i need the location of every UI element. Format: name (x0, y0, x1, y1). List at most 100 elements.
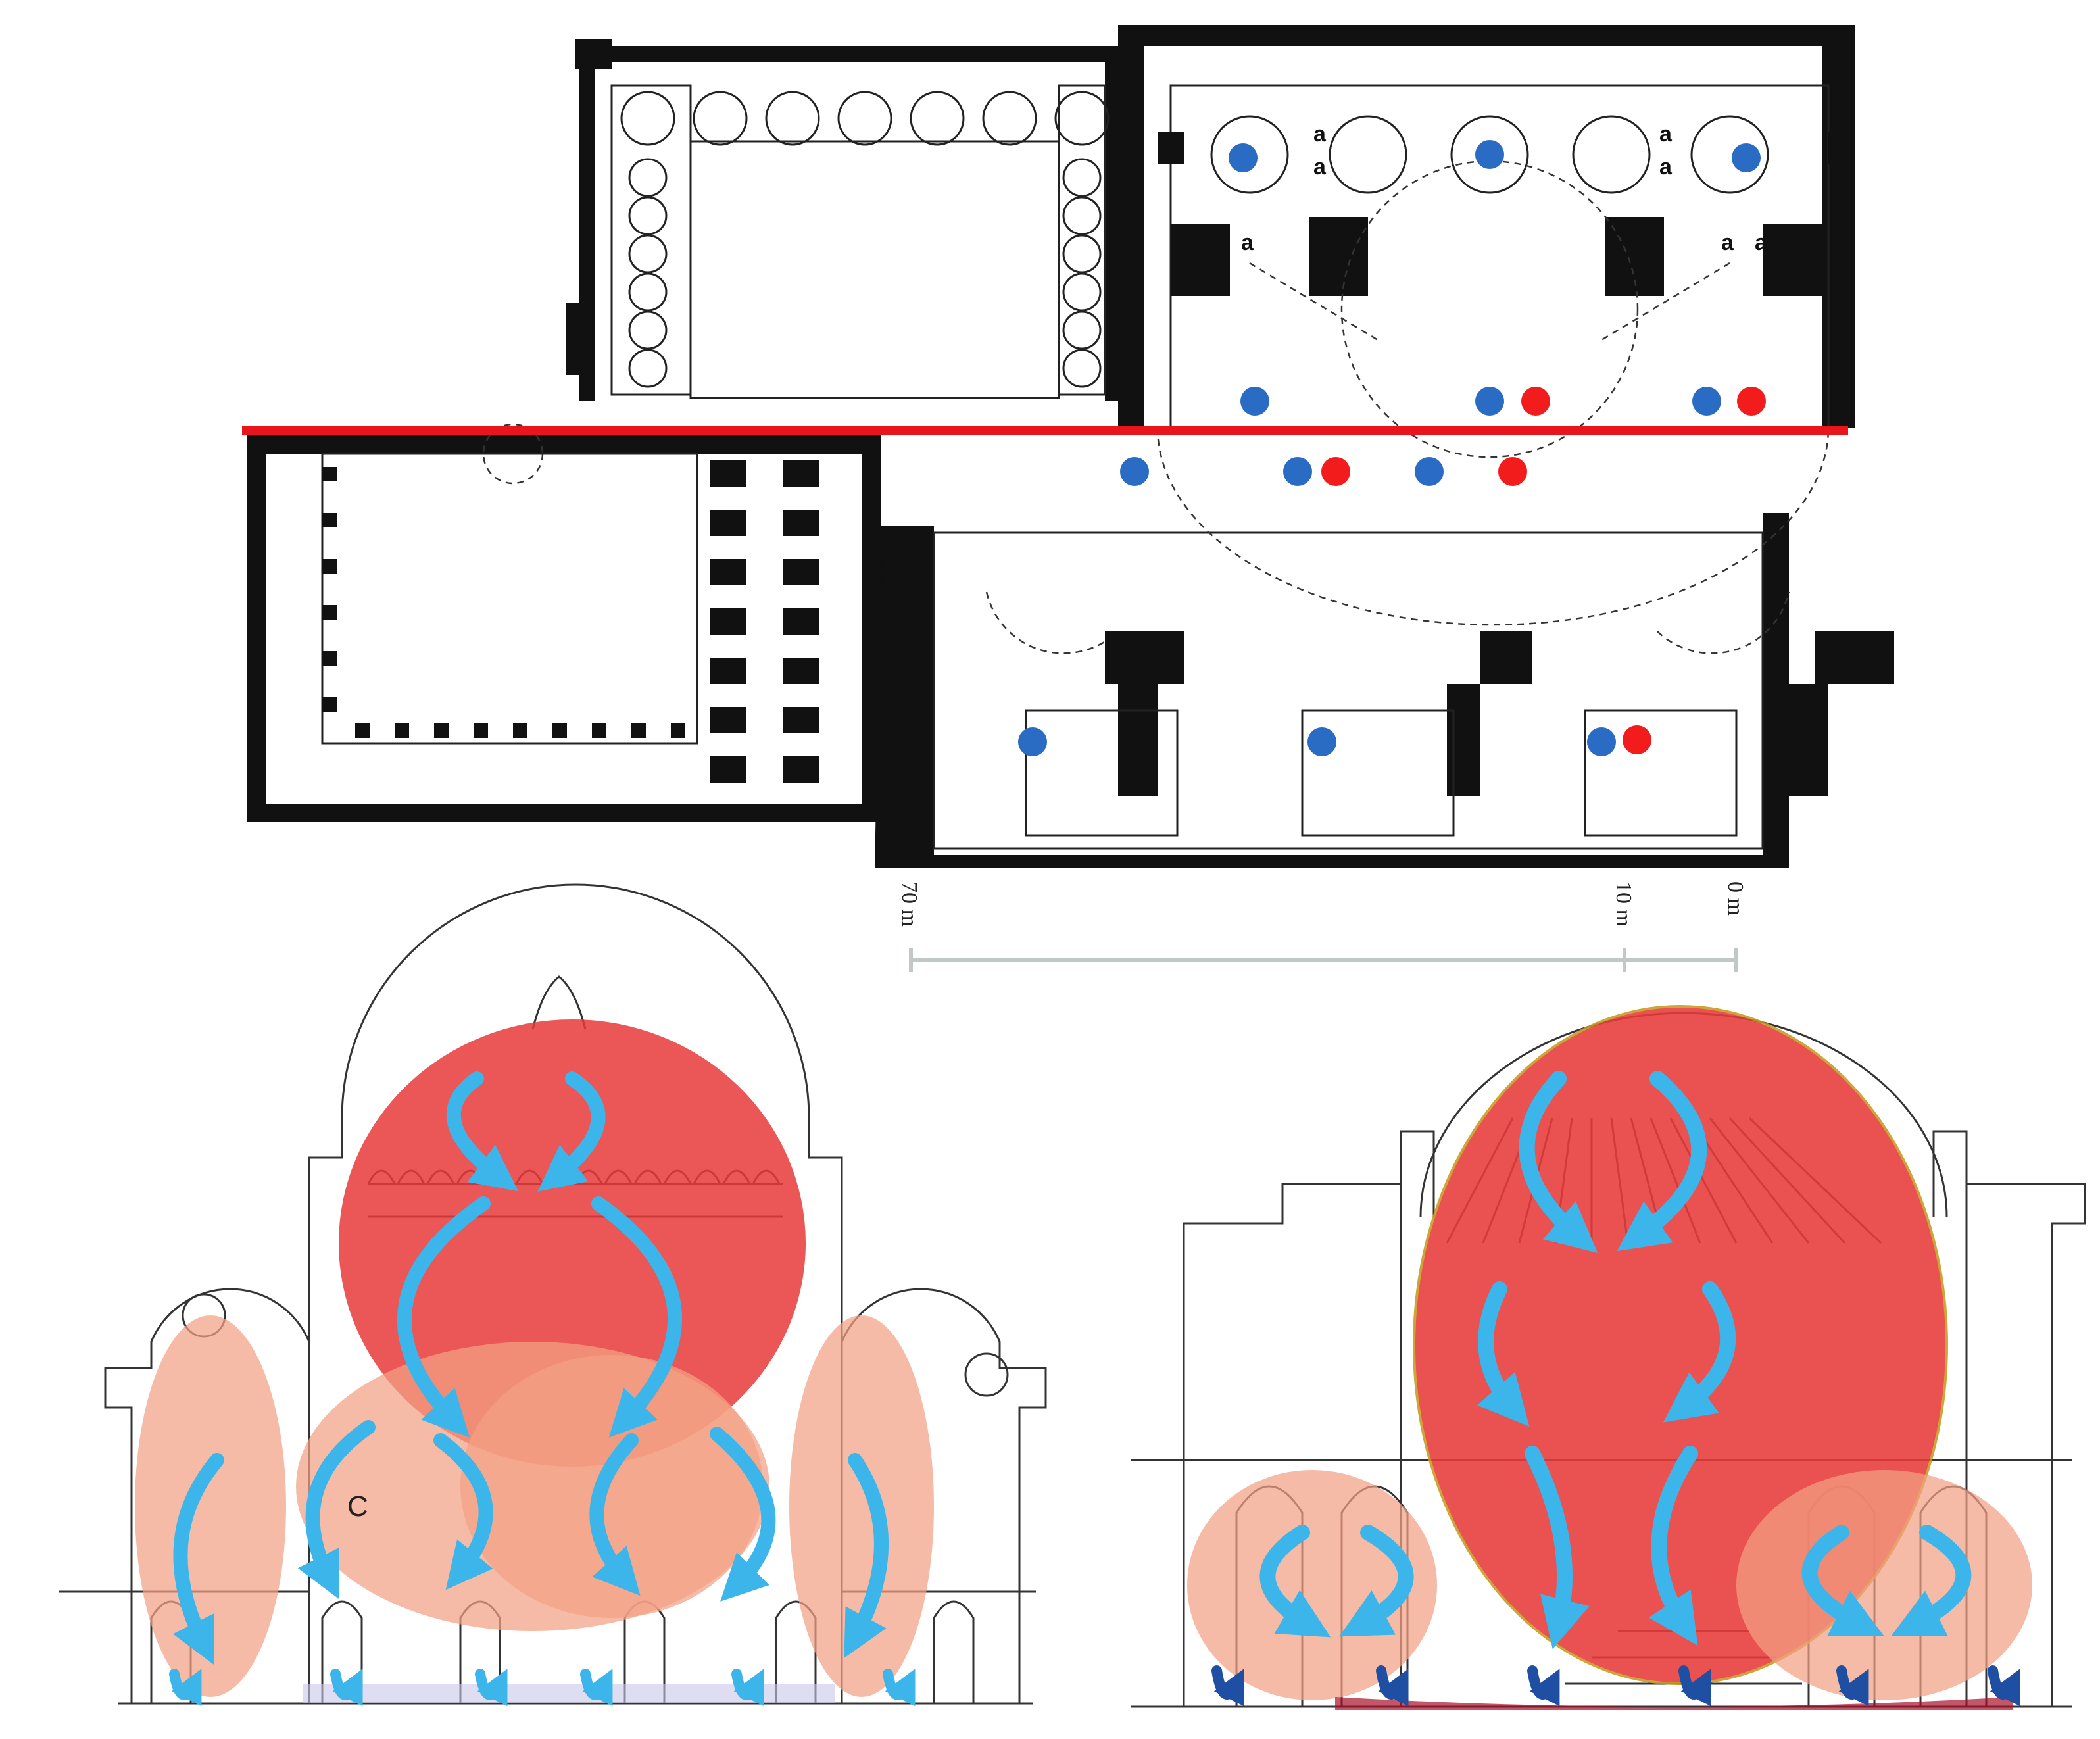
column (631, 723, 646, 738)
portico-dome (628, 272, 668, 312)
aisle-bay (1301, 709, 1455, 837)
warm-air-zone (1736, 1470, 2032, 1700)
airflow-arrow-icon (1211, 1665, 1244, 1707)
airflow-arrow-icon (397, 1196, 491, 1438)
cold-marker-icon (1240, 387, 1269, 416)
airflow-arrow-icon (1339, 1525, 1414, 1637)
plan-dome (1450, 115, 1529, 194)
pier (1118, 684, 1158, 796)
portico-dome (765, 91, 820, 146)
portico-domes-row (620, 91, 1110, 388)
airflow-arrow-icon (1527, 1665, 1560, 1707)
airflow-arrow-icon (1988, 1665, 2020, 1707)
warm-air-zone (135, 1315, 286, 1697)
arch-opening (933, 1600, 975, 1703)
portico-dome (628, 234, 668, 274)
plan-dome (1572, 115, 1651, 194)
pier (1447, 684, 1480, 796)
airflow-arrow-icon (1801, 1525, 1884, 1636)
cold-marker-icon (1587, 727, 1616, 756)
column (671, 723, 685, 738)
portico-dome (910, 91, 965, 146)
airflow-arrow-icon (844, 1453, 889, 1659)
airflow-arrow-icon (1648, 1446, 1698, 1646)
pier (1789, 684, 1828, 796)
aisle-bay (1025, 709, 1179, 837)
airflow-arrow-icon (1519, 1071, 1598, 1254)
airflow-arrow-icon (446, 1071, 519, 1192)
hot-marker-icon (1623, 725, 1651, 754)
airflow-arrow-icon (433, 1433, 493, 1590)
portico-dome (1062, 349, 1102, 388)
plan-letter-mark: a (1659, 155, 1673, 180)
pier (783, 460, 819, 487)
portico-dome (837, 91, 892, 146)
airflow-arrow-icon (1678, 1665, 1711, 1707)
airflow-arrow-icon (330, 1669, 363, 1707)
airflow-arrow-icon (172, 1453, 224, 1665)
pier (1763, 224, 1822, 296)
cold-marker-icon (1018, 727, 1047, 756)
hot-marker-icon (1498, 457, 1527, 486)
airflow-arrow-icon (1477, 1281, 1530, 1427)
zone-label-c: C (347, 1490, 368, 1523)
portico-dome (628, 158, 668, 197)
plan-letter-mark: a (1721, 230, 1734, 255)
pier (710, 608, 746, 635)
floor-cool-layer (303, 1684, 835, 1703)
column (552, 723, 567, 738)
airflow-arrow-icon (710, 1427, 776, 1602)
pier (710, 460, 746, 487)
column (322, 467, 337, 481)
airflow-arrow-icon (1376, 1665, 1409, 1707)
airflow-arrow-icon (580, 1669, 613, 1707)
portico-dome (628, 310, 668, 350)
scale-label-0m: 0 m (1723, 881, 1747, 916)
cold-marker-icon (1307, 727, 1336, 756)
column (322, 559, 337, 574)
portico-dome (1062, 234, 1102, 274)
portico-dome (1062, 310, 1102, 350)
column (592, 723, 606, 738)
temperature-markers (1018, 140, 1766, 756)
section-right (1131, 1005, 2086, 1710)
pier (710, 756, 746, 783)
scale-label-10m: 10 m (1611, 881, 1636, 927)
airflow-arrow-icon (1259, 1525, 1331, 1638)
pier (1815, 631, 1894, 684)
pier (783, 608, 819, 635)
arch-opening (321, 1600, 363, 1703)
plan-main-lower (875, 427, 1894, 868)
pier (1158, 132, 1184, 164)
portico-dome (628, 349, 668, 388)
plan-dome (1210, 115, 1289, 194)
column (322, 651, 337, 666)
cold-marker-icon (1229, 143, 1258, 172)
airflow-arrow-icon (1891, 1525, 1972, 1636)
portico-dome (1062, 196, 1102, 235)
section-left: C (59, 883, 1047, 1707)
airflow-arrow-icon (537, 1071, 606, 1192)
airflow-arrow-icon (169, 1669, 202, 1707)
plan-letter-mark: a (1755, 230, 1768, 255)
plan-main-upper (1118, 25, 1855, 458)
column (322, 513, 337, 527)
cold-marker-icon (1732, 143, 1761, 172)
plan-courtyard-portico (566, 39, 1125, 401)
pier (783, 658, 819, 684)
plan-letter-mark: a (1313, 122, 1327, 147)
plan-dome (1329, 115, 1407, 194)
portico-dome (982, 91, 1037, 146)
plan-letter-mark: a (1313, 155, 1327, 180)
column (474, 723, 488, 738)
hot-marker-icon (1737, 387, 1766, 416)
cold-marker-icon (1475, 140, 1504, 169)
portico-dome (1062, 272, 1102, 312)
airflow-arrow-icon (297, 1420, 376, 1600)
plan-atrium (247, 423, 881, 822)
warm-air-zone (789, 1315, 934, 1697)
warm-air-zone (460, 1355, 763, 1618)
